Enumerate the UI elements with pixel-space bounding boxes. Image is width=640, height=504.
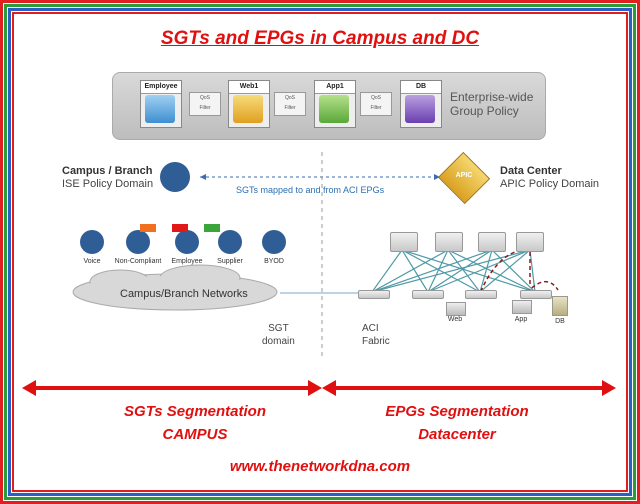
epg-web1: Web1 bbox=[228, 80, 270, 128]
endpoint-label: Voice bbox=[83, 258, 101, 265]
campus-segmentation-title: SGTs Segmentation bbox=[124, 403, 266, 420]
server-label: DB bbox=[555, 318, 565, 325]
datacenter-domain-label: Data Center APIC Policy Domain bbox=[500, 165, 600, 190]
epg-db: DB bbox=[400, 80, 442, 128]
mapping-label: SGTs mapped to and from ACI EPGs bbox=[236, 185, 385, 195]
epg-label: Web1 bbox=[229, 81, 269, 94]
spine-switch bbox=[390, 232, 418, 252]
outer-frame-green bbox=[4, 4, 636, 500]
website-link[interactable]: www.thenetworkdna.com bbox=[229, 458, 411, 475]
campus-segmentation-subtitle: CAMPUS bbox=[162, 426, 228, 443]
server-label: App bbox=[514, 316, 528, 323]
web-server-icon bbox=[446, 302, 466, 316]
database-icon bbox=[405, 95, 435, 123]
db-server-icon bbox=[552, 296, 568, 316]
non-compliant-user-icon bbox=[126, 230, 150, 254]
leaf-switch bbox=[358, 290, 390, 299]
phone-icon bbox=[80, 230, 104, 254]
campus-networks-label: Campus/Branch Networks bbox=[120, 288, 248, 300]
apic-badge-text: APIC bbox=[455, 172, 473, 179]
dc-segmentation-subtitle: Datacenter bbox=[418, 426, 496, 443]
diagram-title: SGTs and EPGs in Campus and DC bbox=[160, 28, 480, 49]
left-arrow-head-right bbox=[308, 380, 322, 396]
tablet-icon bbox=[262, 230, 286, 254]
epg-app1: App1 bbox=[314, 80, 356, 128]
fabric-links bbox=[371, 249, 536, 293]
leaf-switch bbox=[412, 290, 444, 299]
employee-user-icon bbox=[175, 230, 199, 254]
spine-switch bbox=[435, 232, 463, 252]
endpoint-label: Supplier bbox=[217, 258, 243, 265]
supplier-user-icon bbox=[218, 230, 242, 254]
orange-tag-icon bbox=[140, 224, 156, 232]
campus-domain-label: Campus / Branch ISE Policy Domain bbox=[62, 165, 154, 190]
right-arrow-head-right bbox=[602, 380, 616, 396]
red-tag-icon bbox=[172, 224, 188, 232]
mapping-arrow-left-head bbox=[200, 174, 206, 180]
fingerprint-icon bbox=[160, 162, 190, 192]
app-server-icon bbox=[512, 300, 532, 314]
server-icon bbox=[319, 95, 349, 123]
people-icon bbox=[145, 95, 175, 123]
epg-label: App1 bbox=[315, 81, 355, 94]
endpoint-label: Non-Compliant bbox=[114, 258, 162, 265]
endpoint-label: Employee bbox=[171, 258, 203, 265]
leaf-switch bbox=[465, 290, 497, 299]
epg-label: DB bbox=[401, 81, 441, 94]
epg-label: Employee bbox=[141, 81, 181, 94]
epg-employee: Employee bbox=[140, 80, 182, 128]
spine-switch bbox=[478, 232, 506, 252]
right-arrow-head-left bbox=[322, 380, 336, 396]
endpoint-label: BYOD bbox=[264, 258, 284, 265]
server-label: Web bbox=[447, 316, 463, 323]
server-icon bbox=[233, 95, 263, 123]
group-policy-label: Enterprise-wide Group Policy bbox=[450, 90, 534, 118]
left-arrow-head-left bbox=[22, 380, 36, 396]
green-tag-icon bbox=[204, 224, 220, 232]
leaf-switch bbox=[520, 290, 552, 299]
mapping-arrow-right-head bbox=[434, 174, 440, 180]
spine-switch bbox=[516, 232, 544, 252]
dc-segmentation-title: EPGs Segmentation bbox=[385, 403, 529, 420]
outer-frame-blue bbox=[8, 8, 632, 496]
